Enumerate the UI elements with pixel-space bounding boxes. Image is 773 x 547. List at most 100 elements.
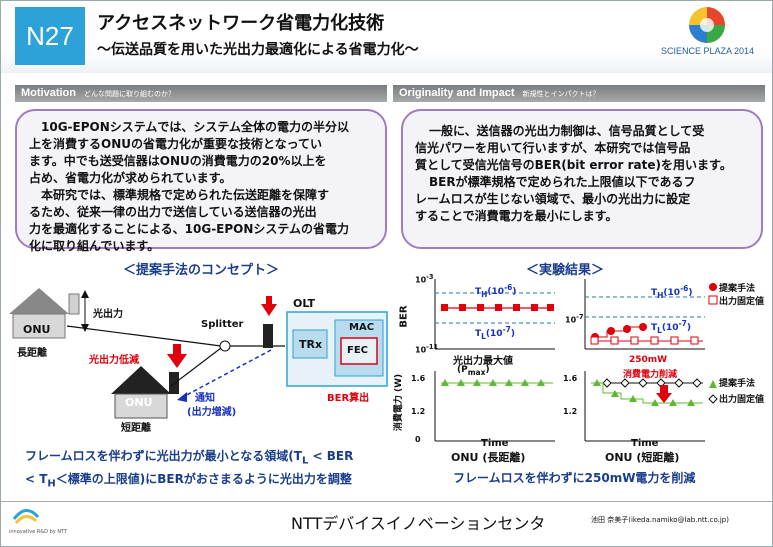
onu-short-body	[114, 393, 168, 419]
text-line: レームロスが生じない領域で、最小の光出力に設定	[415, 192, 691, 206]
onu-short-roof	[111, 366, 171, 394]
fec-label: FEC	[347, 345, 369, 356]
legend-proposed-top: 提案手法	[719, 284, 756, 294]
caption-sub: L	[301, 455, 309, 467]
fiber-short	[170, 347, 222, 387]
text-line: 上を消費するONUの省電力化が重要な技術となってい	[29, 137, 323, 151]
footer-divider	[1, 501, 772, 502]
splitter-label: Splitter	[201, 319, 244, 330]
max-output-label: 光出力最大値	[453, 356, 513, 367]
tick-exp: -3	[426, 273, 434, 281]
tl-val: (10	[485, 329, 503, 339]
tick-label: 10	[565, 315, 577, 325]
concept-diagram	[9, 288, 388, 419]
ber-calc-label: BER算出	[327, 393, 370, 404]
power-tick-16-right: 1.6	[563, 374, 578, 383]
ber-tick-bottom: 10-11	[415, 343, 438, 355]
ntt-logo-icon	[12, 509, 40, 525]
power-tick-0-left: 0	[415, 435, 421, 444]
results-heading: ＜実験結果＞	[526, 263, 605, 278]
paren: )	[510, 329, 516, 339]
olt-label: OLT	[293, 297, 316, 310]
time-label-left: Time	[481, 438, 509, 449]
tl-sub: L	[481, 331, 486, 341]
concept-heading: ＜提案手法のコンセプト＞	[123, 263, 280, 278]
tick-exp: -7	[576, 313, 584, 321]
text-line: 一般に、送信器の光出力制御は、信号品質として受	[429, 124, 705, 138]
long-distance-label: 長距離	[17, 348, 47, 359]
short-distance-label: 短距離	[121, 423, 151, 434]
caption-text: ＜標準の上限値)にBERがおさまるように光出力を調整	[55, 472, 352, 487]
originality-textbox: 一般に、送信器の光出力制御は、信号品質として受 信光パワーを用いて行いますが、本…	[401, 109, 763, 249]
pmax-text: (P	[457, 365, 468, 375]
power-tick-16-left: 1.6	[411, 374, 426, 383]
tl-label-right: TL(10-7)	[651, 319, 691, 335]
onu-long-roof	[9, 288, 69, 314]
panel-code: N27	[15, 7, 85, 65]
paren: )	[686, 323, 692, 333]
text-line: 力を最適化することによる、10G-EPONシステムの省電力	[29, 222, 350, 236]
event-label: SCIENCE PLAZA 2014	[661, 46, 755, 56]
text-line: るため、従来一律の出力で送信している送信器の光出	[29, 205, 317, 219]
ber-tick-mid: 10-7	[565, 313, 584, 325]
power-axis-label: 消費電力 (W)	[394, 373, 405, 432]
ber-tick-top: 10-3	[415, 273, 434, 285]
power-cut-label: 消費電力削減	[623, 370, 678, 380]
onu-short-label: ONU	[125, 396, 153, 409]
power-tick-12-left: 1.2	[411, 407, 426, 416]
text-line: ます。中でも送受信器はONUの消費電力の20%以上を	[29, 154, 327, 168]
pmax-label: (Pmax)	[457, 365, 490, 377]
motivation-textbox: 10G-EPONシステムでは、システム全体の電力の半分以 上を消費するONUの省…	[15, 109, 387, 253]
author-contact: 池田 奈美子(ikeda.namiko@lab.ntt.co.jp)	[591, 516, 729, 524]
notify-arrow	[180, 349, 272, 399]
caption-text: フレームロスを伴わずに光出力が最小となる領域(T	[25, 449, 302, 463]
results-charts	[434, 279, 718, 442]
caption-text: < BER	[308, 449, 354, 463]
tl-text: T	[651, 323, 658, 333]
header-band	[1, 1, 772, 73]
text-line: 占め、省電力化が求められています。	[29, 171, 232, 185]
page-title: アクセスネットワーク省電力化技術	[97, 13, 385, 34]
section-title: Motivation	[21, 87, 76, 99]
fiber-long	[66, 325, 222, 347]
tl-sub: L	[657, 325, 662, 335]
tl-exp: -7	[678, 319, 687, 328]
th-exp: -6	[504, 283, 513, 292]
notify-label: 通知	[195, 393, 215, 404]
tick-exp: -11	[426, 343, 439, 351]
arrow-down-icon	[173, 344, 181, 356]
th-label-right: TH(10-6)	[651, 284, 693, 300]
onu-short-result-label: ONU (短距離)	[605, 451, 680, 464]
th-text: T	[475, 287, 482, 297]
pmax-sub: max	[467, 367, 486, 377]
text-line: 化に取り組んでいます。	[29, 239, 160, 253]
tl-text: T	[475, 329, 482, 339]
onu-long-label: ONU	[23, 323, 51, 336]
legend-proposed-bottom: 提案手法	[719, 379, 756, 389]
results-summary: フレームロスを伴わずに250mW電力を削減	[453, 471, 696, 485]
th-text: T	[651, 288, 658, 298]
tick-label: 10	[415, 275, 427, 285]
caption-text: < T	[25, 472, 48, 487]
concept-caption: フレームロスを伴わずに光出力が最小となる領域(TL < BER < TH＜標準の…	[25, 447, 389, 494]
organization-name: NTTデバイスイノベーションセンタ	[291, 514, 546, 533]
science-plaza-logo-icon	[689, 7, 725, 43]
text-line: 10G-EPONシステムでは、システム全体の電力の半分以	[41, 120, 350, 134]
text-line: 質として受信光信号のBER(bit error rate)を用います。	[415, 158, 732, 172]
notify-sub-label: (出力増減)	[187, 407, 237, 418]
mac-label: MAC	[349, 322, 375, 333]
trx-label: TRx	[299, 338, 323, 351]
th-sub: H	[657, 290, 664, 300]
time-label-right: Time	[631, 438, 659, 449]
arrow-down-icon	[266, 296, 272, 306]
output-reduce-label: 光出力低減	[89, 355, 139, 366]
section-bar-originality: Originality and Impact 新規性とインパクトは？	[393, 85, 765, 102]
tick-label: 10	[415, 345, 427, 355]
text-line: BERが標準規格で定められた上限値以下であるフ	[429, 175, 696, 189]
tl-label-left: TL(10-7)	[475, 325, 515, 341]
text-line: 信光パワーを用いて行いますが、本研究では信号品	[415, 141, 691, 155]
ber-axis-label: BER	[398, 305, 410, 328]
section-title: Originality and Impact	[399, 87, 515, 99]
logo-text: innovative R&D by NTT	[9, 529, 68, 535]
section-subtitle: 新規性とインパクトは？	[522, 91, 600, 98]
